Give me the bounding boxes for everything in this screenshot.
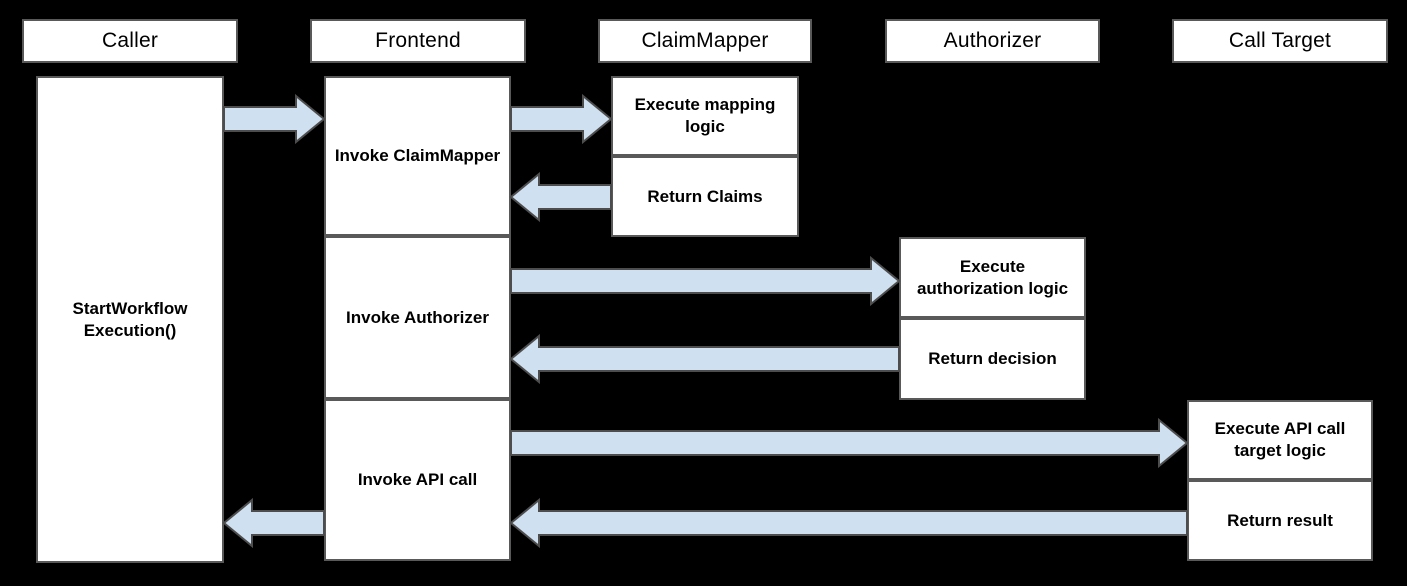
activation-claimmapper-return-claims: Return Claims: [611, 156, 799, 237]
lifeline-header-calltarget: Call Target: [1172, 19, 1388, 63]
message-arrow-frontend-to-calltarget: [510, 417, 1189, 469]
activation-caller-start-workflow: StartWorkflow Execution(): [36, 76, 224, 563]
activation-frontend-invoke-authorizer: Invoke Authorizer: [324, 236, 511, 399]
lifeline-header-claimmapper: ClaimMapper: [598, 19, 812, 63]
message-arrow-calltarget-to-frontend: [509, 497, 1188, 549]
lifeline-header-authorizer: Authorizer: [885, 19, 1100, 63]
message-arrow-claimmapper-to-frontend: [509, 171, 612, 223]
message-arrow-caller-to-frontend: [223, 93, 326, 145]
message-arrow-frontend-to-caller: [222, 497, 325, 549]
activation-calltarget-return-result: Return result: [1187, 480, 1373, 561]
activation-authorizer-execute-authorization-logic: Execute authorization logic: [899, 237, 1086, 318]
message-arrow-frontend-to-authorizer: [510, 255, 901, 307]
lifeline-header-caller: Caller: [22, 19, 238, 63]
message-arrow-frontend-to-claimmapper: [510, 93, 613, 145]
lifeline-header-frontend: Frontend: [310, 19, 526, 63]
message-arrow-authorizer-to-frontend: [509, 333, 900, 385]
activation-calltarget-execute-api-call-target-logic: Execute API call target logic: [1187, 400, 1373, 480]
activation-frontend-invoke-api-call: Invoke API call: [324, 399, 511, 561]
activation-frontend-invoke-claimmapper: Invoke ClaimMapper: [324, 76, 511, 236]
activation-claimmapper-execute-mapping-logic: Execute mapping logic: [611, 76, 799, 156]
activation-authorizer-return-decision: Return decision: [899, 318, 1086, 400]
